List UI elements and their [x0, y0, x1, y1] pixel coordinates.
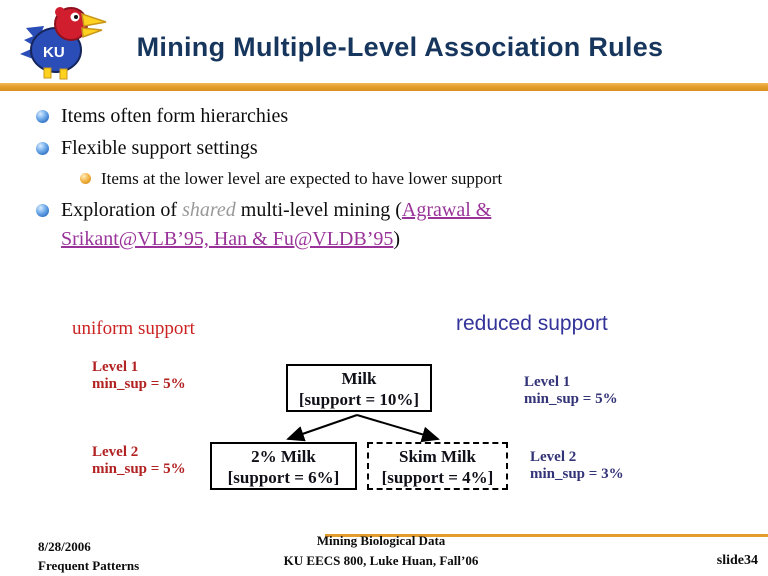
minsup-line: min_sup = 3% [530, 466, 624, 482]
bullet-list: Items often form hierarchies Flexible su… [36, 102, 642, 257]
footer-course-title: Mining Biological Data [316, 533, 446, 548]
bullet-text: Items often form hierarchies [61, 105, 289, 127]
exploration-text: Exploration of [61, 199, 183, 221]
citation-link-line2: Srikant@VLB’95, Han & Fu@VLDB’95 [61, 228, 394, 250]
mining-text: multi-level mining ( [235, 199, 402, 221]
node-title: Skim Milk [399, 447, 476, 466]
uniform-level2-label: Level 2 min_sup = 5% [92, 444, 186, 478]
node-support: [support = 6%] [227, 468, 340, 487]
gold-sphere-bullet-icon [80, 173, 91, 184]
footer-left: 8/28/2006 Frequent Patterns [38, 537, 139, 575]
footer-course-info: KU EECS 800, Luke Huan, Fall’06 [283, 553, 479, 568]
citation-link-line1: Agrawal & [401, 199, 492, 221]
skim-milk-node: Skim Milk [support = 4%] [367, 442, 508, 490]
blue-sphere-bullet-icon [36, 142, 49, 155]
bullet-item-exploration: Exploration of shared multi-level mining… [36, 196, 642, 254]
reduced-level1-label: Level 1 min_sup = 5% [524, 374, 618, 408]
slide-title: Mining Multiple-Level Association Rules [136, 32, 664, 62]
level-line: Level 2 [92, 444, 139, 460]
footer-accent-line [325, 534, 768, 537]
minsup-line: min_sup = 5% [524, 391, 618, 407]
two-percent-milk-node: 2% Milk [support = 6%] [210, 442, 357, 490]
bullet-text: Flexible support settings [61, 137, 258, 159]
sub-bullet-lower-support: Items at the lower level are expected to… [80, 167, 642, 191]
minsup-line: min_sup = 5% [92, 376, 186, 392]
reduced-support-label: reduced support [456, 312, 608, 335]
node-title: Milk [341, 369, 377, 388]
hierarchy-arrows [286, 414, 440, 443]
shared-emphasis-text: shared [182, 199, 236, 221]
svg-text:KU: KU [43, 44, 65, 61]
node-support: [support = 10%] [298, 390, 420, 409]
footer-center: Mining Biological Data KU EECS 800, Luke… [255, 531, 507, 571]
title-accent-bar [0, 83, 768, 91]
ku-jayhawk-logo: KU [16, 2, 108, 82]
blue-sphere-bullet-icon [36, 204, 49, 217]
sub-bullet-text: Items at the lower level are expected to… [101, 169, 503, 188]
node-support: [support = 4%] [381, 468, 494, 487]
uniform-support-label: uniform support [72, 318, 195, 339]
reduced-level2-label: Level 2 min_sup = 3% [530, 449, 624, 483]
level-line: Level 2 [530, 449, 577, 465]
footer-date: 8/28/2006 [38, 539, 91, 554]
level-line: Level 1 [524, 374, 571, 390]
level-line: Level 1 [92, 359, 139, 375]
bullet-text-rich: Exploration of shared multi-level mining… [61, 196, 491, 254]
blue-sphere-bullet-icon [36, 110, 49, 123]
bullet-item-flexible-support: Flexible support settings [36, 134, 642, 163]
uniform-level1-label: Level 1 min_sup = 5% [92, 359, 186, 393]
footer-topic: Frequent Patterns [38, 558, 140, 573]
closing-paren-text: ) [393, 228, 401, 250]
milk-node: Milk [support = 10%] [286, 364, 432, 412]
minsup-line: min_sup = 5% [92, 461, 186, 477]
bullet-item-hierarchies: Items often form hierarchies [36, 102, 642, 131]
slide-number: slide34 [716, 553, 758, 568]
citation-link[interactable]: Agrawal & Srikant@VLB’95, Han & Fu@VLDB’9… [61, 199, 491, 250]
node-title: 2% Milk [251, 447, 316, 466]
